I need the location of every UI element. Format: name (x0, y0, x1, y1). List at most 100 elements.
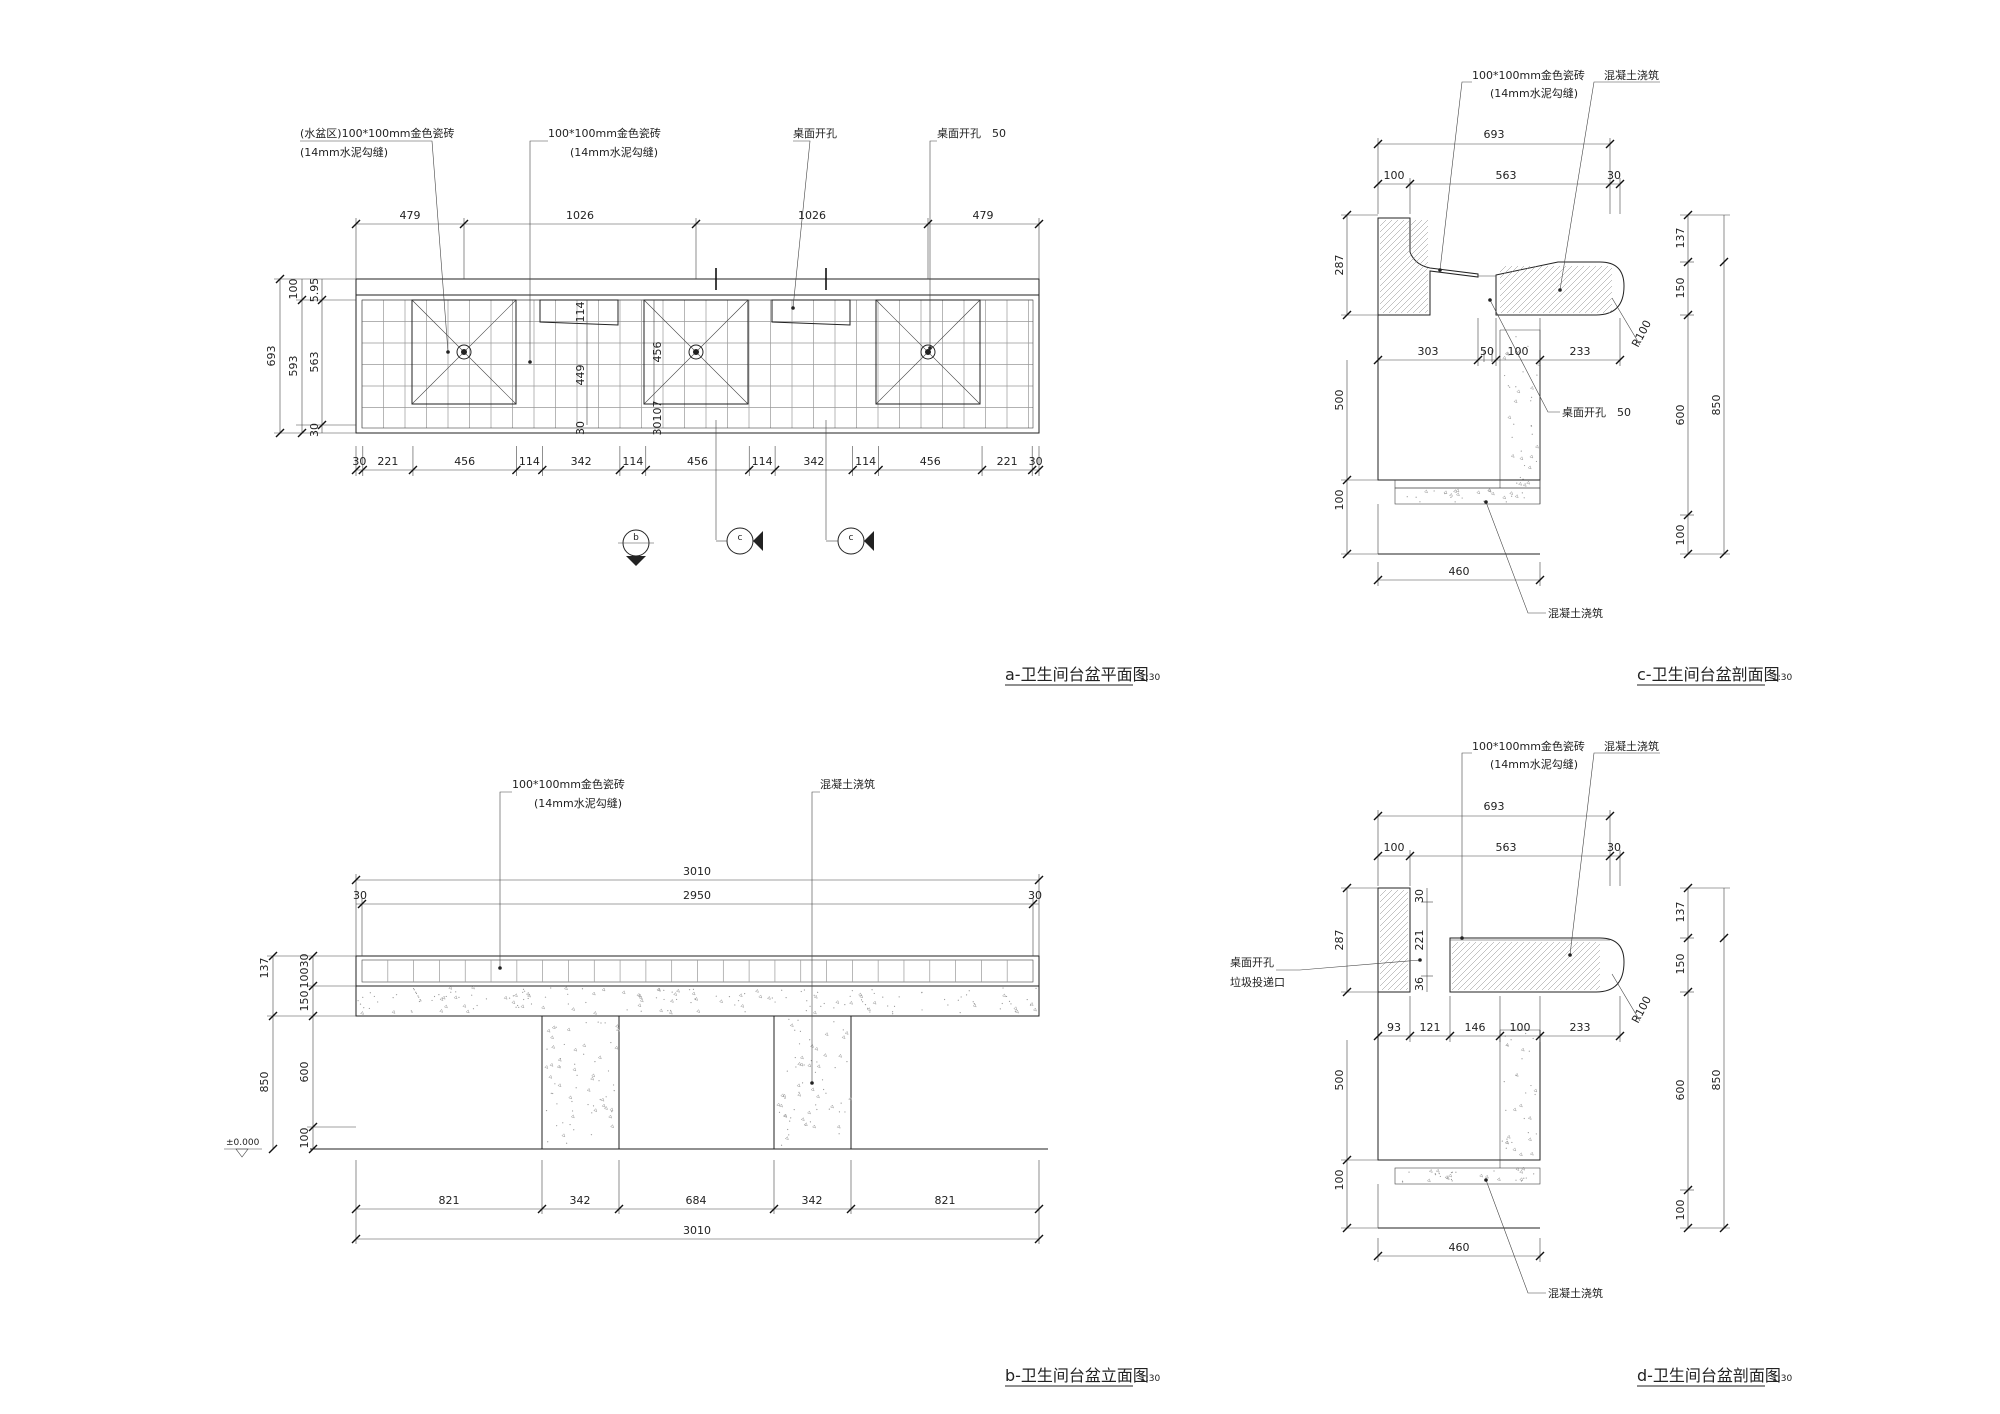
dim-label: 342 (803, 455, 824, 468)
leader-line (1559, 81, 1660, 291)
section-d-callout-hole: 桌面开孔 (1230, 956, 1274, 969)
scale-label: 1:30 (1140, 673, 1160, 683)
elevation-callout-concrete: 混凝土浇筑 (820, 777, 875, 791)
section-hatch (1380, 220, 1612, 503)
section-c-callout-hole: 桌面开孔 50 (1562, 406, 1631, 419)
dim-label: 100 (1674, 1200, 1687, 1221)
dim-label: 30 (1029, 455, 1043, 468)
dim-label: 593 (287, 356, 300, 377)
dim-label: 563 (1496, 841, 1517, 854)
plan-basin-2 (643, 299, 749, 405)
dim-label: 114 (855, 455, 876, 468)
concrete-hatch (544, 1018, 853, 1146)
dim-label: 100 (1333, 490, 1346, 511)
dim-label: 342 (571, 455, 592, 468)
dim-label: 30 (1607, 169, 1621, 182)
dim-label: 693 (265, 346, 278, 367)
dim-label: 600 (298, 1062, 311, 1083)
section-c-back-wall (1377, 217, 1479, 316)
section-d-callout-trash: 垃圾投递口 (1230, 975, 1285, 989)
dim-label: 137 (1674, 902, 1687, 923)
section-d-pedestal (1377, 992, 1541, 1161)
dim-label: 850 (258, 1072, 271, 1093)
elevation-bottom-dimensions: 821 342 684 342 821 3010 (351, 1160, 1044, 1244)
elevation-support-left (541, 1015, 620, 1150)
dim-label: 100 (1508, 345, 1529, 358)
drain-icon (688, 344, 704, 360)
plan-callout-tile-grout: (14mm水泥勾缝) (570, 145, 658, 159)
dim-label: 500 (1333, 390, 1346, 411)
section-d-callout-tile-grout: (14mm水泥勾缝) (1490, 757, 1578, 771)
dim-label: 821 (439, 1194, 460, 1207)
section-c-view: 100*100mm金色瓷砖 (14mm水泥勾缝) 混凝土浇筑 桌面开孔 50 混… (1333, 68, 1792, 686)
section-d-mid-dimensions: 93 121 146 100 233 (1373, 996, 1625, 1042)
plan-countertop-front-edge (355, 278, 1040, 296)
elevation-callout-tile: 100*100mm金色瓷砖 (512, 777, 625, 791)
section-c-callout-concrete-bottom: 混凝土浇筑 (1548, 606, 1603, 620)
dim-label: 30 (1607, 841, 1621, 854)
dim-label: 121 (1420, 1021, 1441, 1034)
dim-label: 600 (1674, 1080, 1687, 1101)
dim-label: 5.95 (308, 278, 321, 303)
section-d-counter-front (1449, 937, 1625, 993)
section-hatch (1380, 890, 1600, 1183)
section-d-top-dimensions: 693 100 563 30 (1373, 800, 1625, 886)
section-marker-label: c (849, 533, 854, 543)
dim-label: 684 (686, 1194, 707, 1207)
dim-label: 114 (622, 455, 643, 468)
concrete-hatch (357, 985, 1037, 1015)
plan-callout-basin-tile: (水盆区)100*100mm金色瓷砖 (300, 126, 455, 140)
elevation-top-dimensions: 3010 2950 30 30 (351, 865, 1044, 956)
dim-label: 100 (1384, 841, 1405, 854)
plan-countertop (355, 294, 1040, 434)
level-label: ±0.000 (226, 1138, 260, 1148)
section-c-mid-dimensions: 303 50 100 233 (1373, 318, 1625, 366)
section-d-view: 100*100mm金色瓷砖 (14mm水泥勾缝) 混凝土浇筑 桌面开孔 垃圾投递… (1230, 739, 1792, 1387)
dim-label: 114 (752, 455, 773, 468)
radius-label: R100 (1629, 994, 1654, 1025)
level-mark: ±0.000 (224, 1138, 262, 1158)
dim-label: 287 (1333, 930, 1346, 951)
dim-label: 693 (1484, 800, 1505, 813)
dim-label: 150 (1674, 278, 1687, 299)
dim-label: 693 (1484, 128, 1505, 141)
section-d-bottom-dimension: 460 (1373, 1238, 1545, 1262)
dim-label: 50 (1480, 345, 1494, 358)
dim-label: 10030 (298, 954, 311, 989)
title-d: d-卫生间台盆剖面图 (1637, 1366, 1781, 1385)
elevation-callout-tile-grout: (14mm水泥勾缝) (534, 796, 622, 810)
dim-label: 850 (1710, 395, 1723, 416)
plan-callout-hole-50: 桌面开孔 50 (937, 127, 1006, 140)
dim-label: 500 (1333, 1070, 1346, 1091)
section-c-callout-tile-grout: (14mm水泥勾缝) (1490, 86, 1578, 100)
dim-label: 563 (308, 352, 321, 373)
dim-label: 221 (1413, 930, 1426, 951)
dim-label: 30 (1028, 889, 1042, 902)
leader-line (1485, 501, 1546, 614)
section-d-back-wall (1377, 887, 1411, 993)
section-marker-b: b (618, 529, 654, 566)
dim-label: 100 (1510, 1021, 1531, 1034)
section-marker-label: b (633, 533, 639, 543)
dim-label: 479 (400, 209, 421, 222)
section-d-callout-tile: 100*100mm金色瓷砖 (1472, 739, 1585, 753)
dim-label: 456 (454, 455, 475, 468)
dim-label: 460 (1449, 565, 1470, 578)
dim-label: 30 (352, 455, 366, 468)
dim-label: 30 (574, 421, 587, 435)
dim-label: 287 (1333, 255, 1346, 276)
leader-line (929, 140, 937, 348)
section-c-left-dimensions: 287 500 100 (1333, 210, 1378, 559)
plan-tile-grid (361, 299, 1034, 429)
dim-label: 479 (973, 209, 994, 222)
leader-line (300, 140, 449, 353)
dim-label: 2950 (683, 889, 711, 902)
dim-label: 30 (308, 423, 321, 437)
dim-label: 850 (1710, 1070, 1723, 1091)
dim-label: 100 (298, 1128, 311, 1149)
section-c-callout-tile: 100*100mm金色瓷砖 (1472, 68, 1585, 82)
plan-trash-opening-2 (771, 299, 851, 326)
dim-label: 30107 (651, 401, 664, 436)
title-a: a-卫生间台盆平面图 (1005, 665, 1149, 684)
